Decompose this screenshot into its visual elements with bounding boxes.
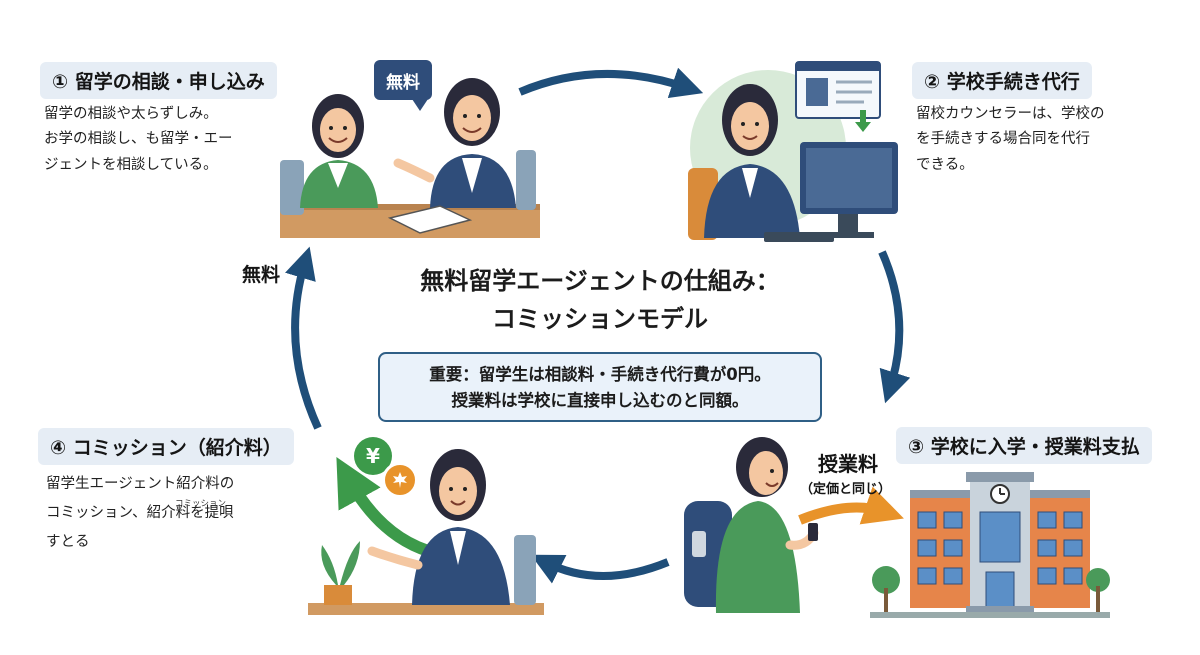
- important-note-box: 重要：留学生は相談料・手続き代行費が0円。 授業料は学校に直接申し込むのと同額。: [378, 352, 822, 422]
- center-title-line2: コミッションモデル: [492, 305, 708, 334]
- step3-student-illustration: [684, 437, 819, 613]
- step4-description: 留学生エージェント紹介料の コミッション、紹介料を提唄 すとる: [46, 470, 234, 557]
- step1-desc-line: 留学の相談や太らずしみ。: [44, 106, 218, 122]
- arrow-step2-to-step3: [878, 250, 911, 404]
- maple-leaf-coin-icon: [382, 462, 418, 498]
- center-title-line1: 無料留学エージェントの仕組み：: [420, 267, 780, 295]
- step4-title: ④ コミッション（紹介料）: [38, 428, 294, 465]
- commission-ruby: コミッション: [175, 499, 227, 509]
- free-bubble-tail: [412, 99, 428, 111]
- free-bubble-label: 無料: [386, 72, 420, 93]
- step2-desc-line: できる。: [916, 156, 974, 173]
- step2-desc-line: 留校カウンセラーは、学校の: [916, 106, 1105, 122]
- step2-desc-line: を手続きする場合同を代行: [916, 131, 1090, 148]
- step4-desc-line: 留学生エージェント紹介料の: [46, 476, 235, 492]
- tuition-arrow: [798, 486, 904, 525]
- center-title: 無料留学エージェントの仕組み： コミッションモデル: [380, 262, 820, 339]
- tuition-label: 授業料: [818, 452, 878, 476]
- step1-desc-line: お学の相談し、も留学・エー: [44, 131, 233, 148]
- step4-commission-illustration: [308, 449, 544, 615]
- step2-description: 留校カウンセラーは、学校の を手続きする場合同を代行 できる。: [916, 102, 1105, 178]
- step4-desc-line: すとる: [46, 534, 90, 550]
- step4-desc-line: コミッション、紹介料を提唄: [46, 505, 234, 521]
- tuition-sublabel: （定価と同じ）: [800, 482, 892, 497]
- step1-description: 留学の相談や太らずしみ。 お学の相談し、も留学・エー ジェントを相談している。: [44, 102, 233, 178]
- step1-consultation-illustration: [280, 78, 540, 238]
- arrow-step4-to-step1: [285, 246, 322, 430]
- step3-title: ③ 学校に入学・授業料支払: [896, 427, 1152, 464]
- step2-paperwork-illustration: [688, 61, 898, 242]
- school-building-icon: [870, 472, 1110, 618]
- yen-symbol: ¥: [366, 444, 380, 468]
- free-arrow-label: 無料: [242, 264, 281, 286]
- maple-leaf-icon: [393, 472, 407, 488]
- note-line1: 重要：留学生は相談料・手続き代行費が0円。: [429, 365, 771, 384]
- arrow-step3-to-step4: [530, 554, 670, 584]
- step1-title: ① 留学の相談・申し込み: [40, 62, 277, 99]
- step1-desc-line: ジェントを相談している。: [44, 156, 218, 173]
- note-line2: 授業料は学校に直接申し込むのと同額。: [451, 390, 749, 410]
- free-speech-bubble: 無料: [374, 60, 432, 100]
- arrow-step1-to-step2: [518, 67, 704, 98]
- step2-title: ② 学校手続き代行: [912, 62, 1092, 99]
